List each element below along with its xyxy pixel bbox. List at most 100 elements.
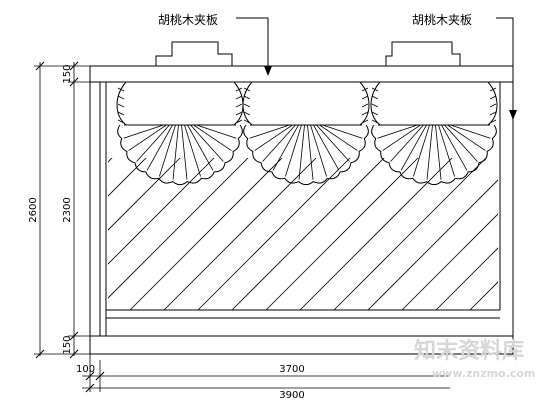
ruffle-mark: [371, 95, 379, 100]
hatch-line: [108, 158, 147, 197]
label-walnut-plywood-center: 胡桃木夹板: [158, 12, 218, 27]
pleat-line: [146, 124, 173, 171]
pleat-line: [390, 124, 424, 162]
pleat-line: [285, 124, 302, 177]
pleat-line: [159, 124, 176, 177]
leader-arrow-right: [509, 110, 517, 120]
pleat-line: [400, 124, 427, 171]
curtain-valance-left: [116, 81, 244, 186]
pleat-line: [196, 124, 237, 139]
scalloped-edge: [243, 124, 369, 186]
pleat-line: [319, 124, 358, 151]
diagonal-hatching: [108, 0, 560, 310]
ruffle-mark: [371, 111, 379, 116]
hatch-line: [367, 179, 498, 310]
leader-arrow-center: [264, 66, 272, 76]
dim-width-inner: 3700: [279, 364, 304, 375]
hatch-line: [108, 158, 249, 299]
ruffle-mark: [235, 103, 243, 108]
scalloped-edge: [371, 124, 497, 186]
ruffle-mark: [243, 95, 251, 100]
pleat-line: [444, 124, 478, 162]
pleat-line: [181, 124, 188, 180]
outer-frame: [89, 65, 514, 355]
hatch-line: [108, 158, 215, 265]
pleat-line: [382, 124, 421, 151]
pleat-line: [313, 124, 340, 171]
pleat-line: [272, 124, 299, 171]
dim-height-bottom: 150: [62, 335, 73, 354]
pleat-line: [447, 124, 486, 151]
ruffle-mark: [371, 87, 379, 92]
label-walnut-plywood-right: 胡桃木夹板: [412, 12, 472, 27]
pleat-line: [307, 124, 314, 180]
pleat-line: [254, 124, 293, 151]
hatch-line: [435, 247, 498, 310]
hatch-line: [469, 281, 498, 310]
watermark-logo-text: 知末资料库: [414, 338, 524, 364]
ruffle-mark: [489, 95, 497, 100]
hatch-line: [129, 158, 283, 310]
pleat-line: [426, 124, 433, 180]
pleat-line: [123, 124, 164, 139]
hatch-line: [108, 158, 181, 231]
ruffle-mark: [371, 103, 379, 108]
drape-left: [116, 81, 127, 126]
ruffle-mark: [361, 103, 369, 108]
ruffle-mark: [235, 119, 243, 124]
ruffle-mark: [361, 87, 369, 92]
drape-right: [487, 81, 498, 126]
pleat-line: [450, 124, 491, 139]
ruffle-mark: [235, 95, 243, 100]
ruffle-mark: [489, 119, 497, 124]
pleat-line: [172, 124, 179, 180]
ruffle-mark: [243, 111, 251, 116]
drape-left: [242, 81, 253, 126]
hatch-line: [299, 158, 453, 310]
pleat-line: [262, 124, 296, 162]
pleat-line: [128, 124, 167, 151]
dim-height-top: 150: [62, 64, 73, 83]
dim-height-total: 2600: [28, 197, 39, 222]
ruffle-mark: [117, 111, 125, 116]
dim-height-middle: 2300: [62, 197, 73, 222]
dim-width-small: 100: [76, 364, 95, 375]
pleat-line: [249, 124, 290, 139]
hatch-line: [108, 158, 113, 163]
drape-right: [359, 81, 370, 126]
pleat-line: [310, 124, 327, 177]
pleat-line: [322, 124, 363, 139]
leader-line-center: [236, 17, 269, 68]
ruffle-mark: [361, 111, 369, 116]
ruffle-mark: [371, 119, 379, 124]
ruffle-mark: [361, 95, 369, 100]
ruffle-mark: [489, 111, 497, 116]
pleat-line: [193, 124, 232, 151]
pleat-line: [190, 124, 224, 162]
scalloped-edge: [117, 124, 243, 186]
ruffle-mark: [243, 103, 251, 108]
pleat-line: [441, 124, 468, 171]
pleat-line: [184, 124, 201, 177]
pleat-line: [377, 124, 418, 139]
ruffle-mark: [117, 87, 125, 92]
pleat-line: [413, 124, 430, 177]
leader-line-right: [496, 17, 514, 112]
hatch-line: [197, 158, 351, 310]
hatch-line: [538, 0, 560, 310]
dim-width-total: 3900: [279, 390, 304, 401]
hatch-line: [231, 158, 385, 310]
ruffle-mark: [235, 111, 243, 116]
ruffle-mark: [235, 87, 243, 92]
hatch-line: [333, 158, 487, 310]
hatch-line: [163, 158, 317, 310]
curtain-valance-right: [370, 81, 498, 186]
hatch-line: [265, 158, 419, 310]
pleat-line: [298, 124, 305, 180]
pleat-line: [316, 124, 350, 162]
pleat-line: [438, 124, 455, 177]
ruffle-mark: [243, 119, 251, 124]
ruffle-mark: [117, 103, 125, 108]
watermark-url: www.znzmo.com: [432, 367, 535, 380]
